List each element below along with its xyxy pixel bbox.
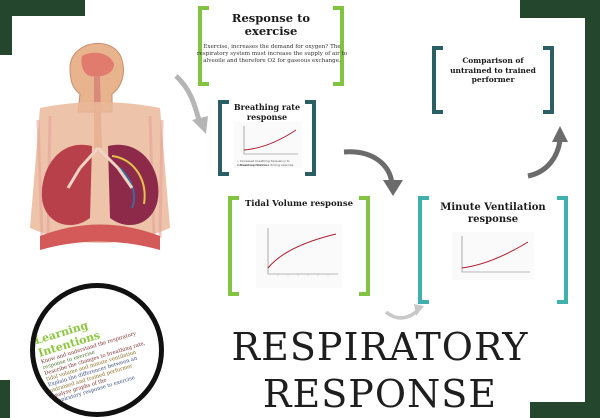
box-bracket-right [557, 196, 568, 304]
corner-top-right [520, 0, 600, 18]
main-title-line-2: RESPONSE [262, 372, 498, 416]
corner-bottom-right [530, 402, 600, 418]
corner-bottom-left-side [0, 380, 10, 418]
box-bracket-left [198, 6, 209, 86]
box-bracket-left [228, 196, 239, 296]
tidal-volume-title: Tidal Volume response [244, 199, 354, 209]
box-bracket-right [543, 46, 554, 114]
tidal-volume-curve [267, 228, 338, 276]
minute-ventilation-title: Minute Ventilation response [440, 202, 546, 225]
breathing-rate-caption-2: • Breathing rate rises during exercise [237, 163, 294, 167]
breathing-rate-box: Breathing rate response • Increased brea… [218, 100, 316, 176]
arrow-to-minute-ventilation-icon [343, 149, 403, 196]
arrow-to-comparison-icon [527, 126, 568, 179]
corner-right-side [585, 0, 600, 418]
corner-top-left [0, 0, 85, 16]
box-bracket-right [333, 6, 344, 86]
arrow-to-breathing-rate-icon [174, 74, 208, 134]
learning-intentions-content: Learning Intentions Know and understand … [35, 300, 159, 406]
minute-ventilation-graph [452, 232, 534, 280]
tidal-volume-box: Tidal Volume response [228, 196, 370, 296]
box-bracket-right [305, 100, 316, 176]
minute-ventilation-box: Minute Ventilation response [418, 196, 568, 304]
breathing-rate-title: Breathing rate response [233, 102, 301, 122]
response-to-exercise-title: Response to exercise [231, 11, 311, 38]
box-bracket-left [432, 46, 443, 114]
corner-top-left-side [0, 0, 12, 55]
breathing-rate-caption-1: • Increased breathing frequency to incre… [237, 159, 290, 167]
main-title-line-1: RESPIRATORY [231, 325, 529, 369]
breathing-rate-curve [243, 126, 298, 155]
comparison-box: Comparison of untrained to trained perfo… [432, 46, 554, 114]
learning-intentions-circle: Learning Intentions Know and understand … [30, 283, 164, 417]
comparison-title: Comparison of untrained to trained perfo… [450, 56, 536, 84]
response-to-exercise-text: Exercise, increases the demand for oxyge… [196, 44, 348, 64]
box-bracket-right [359, 196, 370, 296]
response-to-exercise-box: Response to exercise [198, 6, 344, 86]
tidal-volume-graph [256, 224, 342, 288]
breathing-rate-graph: • Increased breathing frequency to incre… [234, 122, 302, 168]
respiratory-system-image [30, 42, 170, 250]
arrow-to-tidal-volume-icon [384, 304, 424, 320]
box-bracket-left [218, 100, 229, 176]
box-bracket-left [418, 196, 429, 304]
minute-ventilation-curve [461, 236, 530, 273]
